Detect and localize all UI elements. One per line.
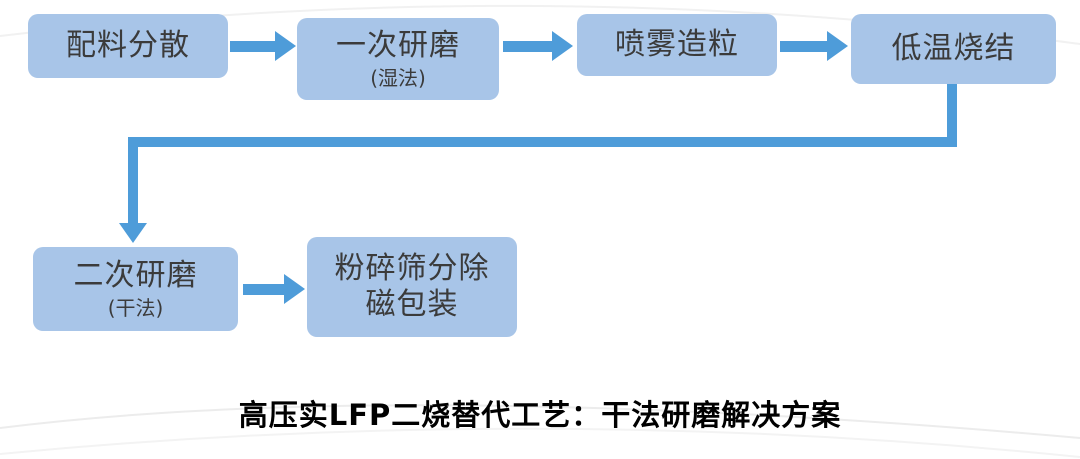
connector-segment-across xyxy=(128,137,957,147)
arrow-head-icon xyxy=(827,31,848,61)
arrow-head-down-icon xyxy=(119,223,147,243)
step-crush-sieve-demag-pack: 粉碎筛分除磁包装 xyxy=(307,237,517,337)
arrow-head-icon xyxy=(275,31,296,61)
arrow-shaft xyxy=(243,284,286,295)
step-first-grinding: 一次研磨 (湿法) xyxy=(297,18,499,100)
step-first-grinding-sub: (湿法) xyxy=(370,66,426,90)
step-low-temp-sintering-label: 低温烧结 xyxy=(891,31,1016,66)
step-second-grinding-label: 二次研磨 xyxy=(73,258,198,293)
step-second-grinding-sub: (干法) xyxy=(107,296,164,320)
arrow-shaft xyxy=(780,41,829,52)
arrow-head-icon xyxy=(284,274,305,304)
arrow-right-1 xyxy=(230,31,296,61)
connector-segment-down xyxy=(947,84,957,147)
arrow-shaft xyxy=(230,41,277,52)
step-crush-sieve-demag-pack-label: 粉碎筛分除磁包装 xyxy=(334,251,490,322)
arrow-right-2 xyxy=(503,31,573,61)
arrow-right-3 xyxy=(780,31,848,61)
step-spray-granulation-label: 喷雾造粒 xyxy=(615,27,739,62)
step-first-grinding-label: 一次研磨 xyxy=(336,28,460,63)
step-spray-granulation: 喷雾造粒 xyxy=(577,14,777,76)
step-low-temp-sintering: 低温烧结 xyxy=(851,14,1056,84)
arrow-head-icon xyxy=(552,31,573,61)
step-dispersion-label: 配料分散 xyxy=(66,28,190,63)
connector-segment-down-left xyxy=(128,137,138,225)
arrow-shaft xyxy=(503,41,554,52)
arrow-right-4 xyxy=(243,274,305,304)
step-second-grinding: 二次研磨 (干法) xyxy=(33,247,238,331)
diagram-caption: 高压实LFP二烧替代工艺：干法研磨解决方案 xyxy=(238,398,842,432)
step-dispersion: 配料分散 xyxy=(28,14,228,78)
